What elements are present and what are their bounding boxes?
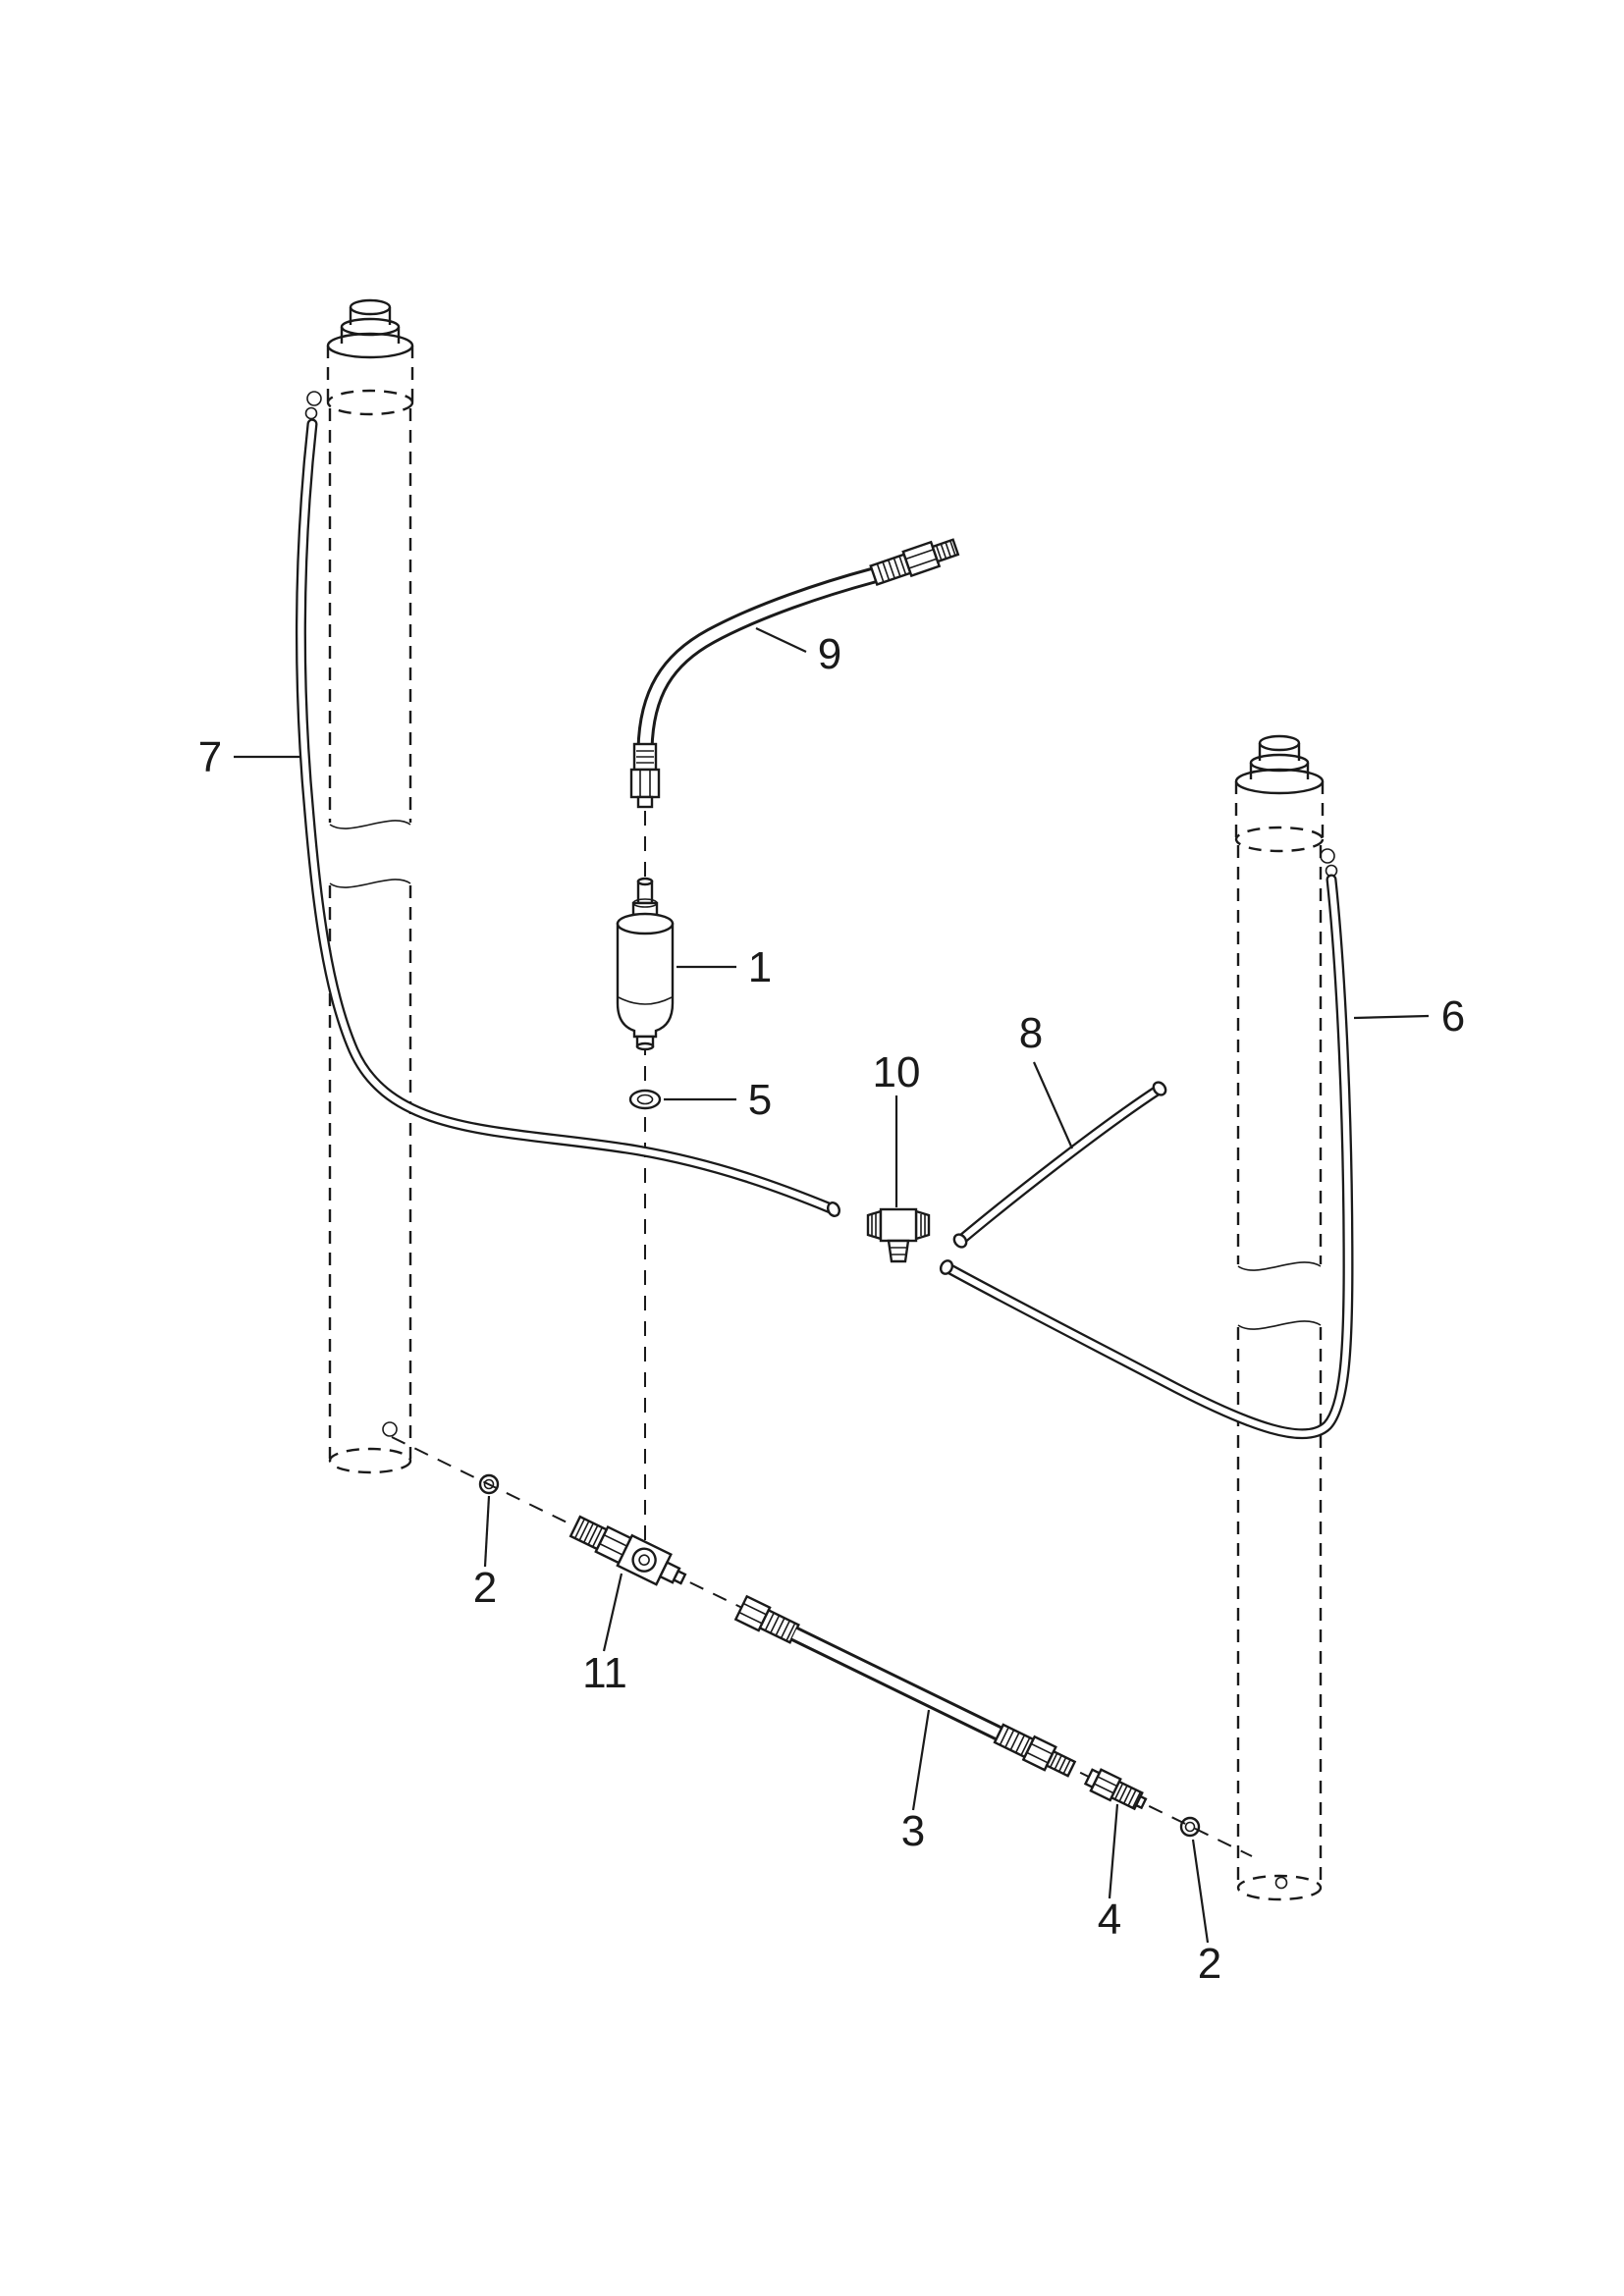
tube-end	[939, 1259, 954, 1275]
hose-9-upper-fitting	[869, 538, 960, 586]
washer-5	[628, 1089, 662, 1110]
leader-3	[911, 1709, 931, 1811]
leader-11	[602, 1573, 623, 1652]
leader-lines	[234, 627, 1430, 1944]
callout-label-6: 6	[1441, 992, 1465, 1041]
cylinder-port	[382, 1421, 398, 1437]
cylinder-port	[1274, 1876, 1288, 1890]
o-ring-2-right	[1179, 1816, 1201, 1838]
tube-6	[939, 874, 1354, 1440]
leader-9	[755, 627, 807, 653]
callout-label-10: 10	[873, 1048, 921, 1096]
fitting-4	[1083, 1768, 1148, 1811]
leader-4	[1108, 1803, 1119, 1899]
left-cylinder	[304, 298, 414, 1474]
tube-end	[1152, 1081, 1167, 1096]
callout-label-3: 3	[901, 1807, 925, 1855]
hose-9-lower-fitting	[629, 742, 661, 809]
callout-label-8: 8	[1019, 1009, 1043, 1057]
leader-2-right	[1191, 1839, 1210, 1944]
tube-7	[295, 418, 840, 1217]
bleed-fitting-icon	[1320, 848, 1335, 864]
tube-end	[827, 1201, 840, 1217]
leader-2-left	[483, 1495, 491, 1568]
callout-label-9: 9	[818, 630, 841, 678]
fitting-11	[568, 1515, 687, 1586]
callout-label-2-left: 2	[473, 1564, 497, 1612]
hose-8	[952, 1081, 1167, 1249]
tee-fitting-10	[866, 1207, 931, 1263]
o-ring-2-left	[478, 1473, 500, 1495]
callout-label-5: 5	[748, 1076, 772, 1124]
tube-end	[952, 1233, 968, 1249]
filter-1	[616, 877, 675, 1051]
callout-label-7: 7	[198, 733, 222, 781]
leader-8	[1032, 1061, 1074, 1149]
bleed-fitting-icon	[306, 391, 322, 406]
callout-label-1: 1	[748, 943, 772, 991]
leader-6	[1353, 1014, 1430, 1020]
callout-label-2-right: 2	[1198, 1940, 1221, 1988]
callout-labels: 7 9 1 5 10 8 6 2 11 3 4 2	[198, 630, 1465, 1988]
callout-label-4: 4	[1098, 1896, 1121, 1944]
hose-9	[629, 538, 960, 809]
hose-3	[733, 1594, 1077, 1778]
break-lines	[329, 820, 411, 888]
break-lines	[1237, 1261, 1322, 1330]
right-cylinder	[1234, 734, 1338, 1901]
callout-label-11: 11	[582, 1649, 627, 1697]
